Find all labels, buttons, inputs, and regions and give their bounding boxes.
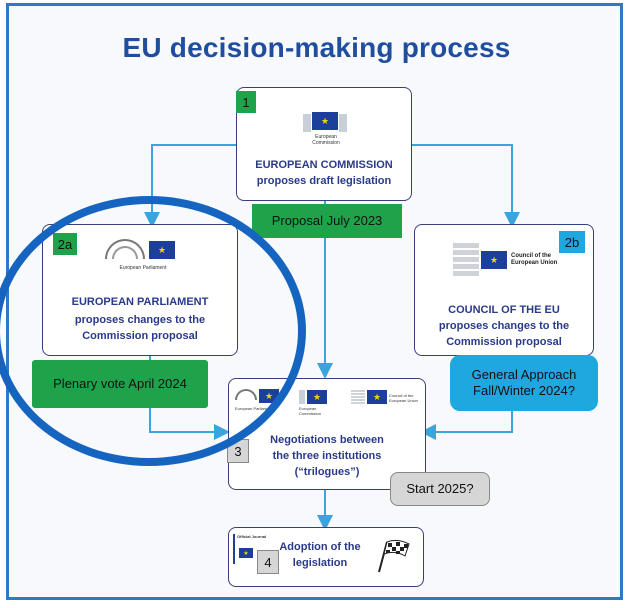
commission-subtitle: proposes draft legislation	[256, 175, 392, 187]
council-line-2: proposes changes to the	[438, 320, 570, 332]
council-line-3: Commission proposal	[446, 336, 562, 348]
trilogue-ec-caption: European Commission	[299, 406, 322, 416]
step-2b-council-box: 2b ★ Council of the European Union COUNC…	[414, 224, 594, 356]
trilogue-commission-logo: ★ European Commission	[299, 387, 339, 417]
official-journal-logo: Official Journal ★	[233, 534, 273, 574]
checkered-flag-icon	[378, 539, 410, 573]
arrow-commission-to-council	[412, 144, 520, 228]
step-4-adoption-box: Official Journal ★ 4 Adoption of the leg…	[228, 527, 424, 587]
trilogue-council-logo: ★ Council of the European Union	[351, 387, 423, 417]
proposal-date-tag: Proposal July 2023	[252, 204, 402, 238]
council-logo-line-2: European Union	[511, 260, 558, 266]
step-1-commission-box: 1 ★ European Commission EUROPEAN COMMISS…	[236, 87, 412, 201]
commission-title: EUROPEAN COMMISSION	[255, 159, 393, 171]
trilogues-line-2: the three institutions	[272, 450, 382, 462]
commission-logo-caption: European Commission	[312, 134, 340, 146]
trilogue-council-caption: Council of the European Union	[389, 393, 418, 403]
step-4-number: 4	[257, 550, 279, 574]
parliament-highlight-circle	[0, 196, 306, 466]
step-2b-number: 2b	[559, 231, 585, 253]
council-title: COUNCIL OF THE EU	[448, 304, 560, 316]
council-of-eu-logo: ★ Council of the European Union	[453, 241, 573, 281]
general-approach-line-2: Fall/Winter 2024?	[473, 383, 575, 398]
step-1-number: 1	[236, 91, 256, 113]
adoption-line-2: legislation	[292, 557, 348, 569]
trilogues-line-1: Negotiations between	[270, 434, 384, 446]
trilogues-line-3: (“trilogues”)	[294, 466, 360, 478]
page-title: EU decision-making process	[122, 32, 511, 63]
council-logo-line-1: Council of the	[511, 253, 551, 259]
general-approach-tag: General Approach Fall/Winter 2024?	[450, 355, 598, 411]
european-commission-logo: ★ European Commission	[303, 108, 349, 146]
official-journal-caption: Official Journal	[237, 534, 267, 539]
start-date-tag: Start 2025?	[390, 472, 490, 506]
general-approach-line-1: General Approach	[471, 367, 577, 382]
adoption-line-1: Adoption of the	[279, 541, 361, 553]
